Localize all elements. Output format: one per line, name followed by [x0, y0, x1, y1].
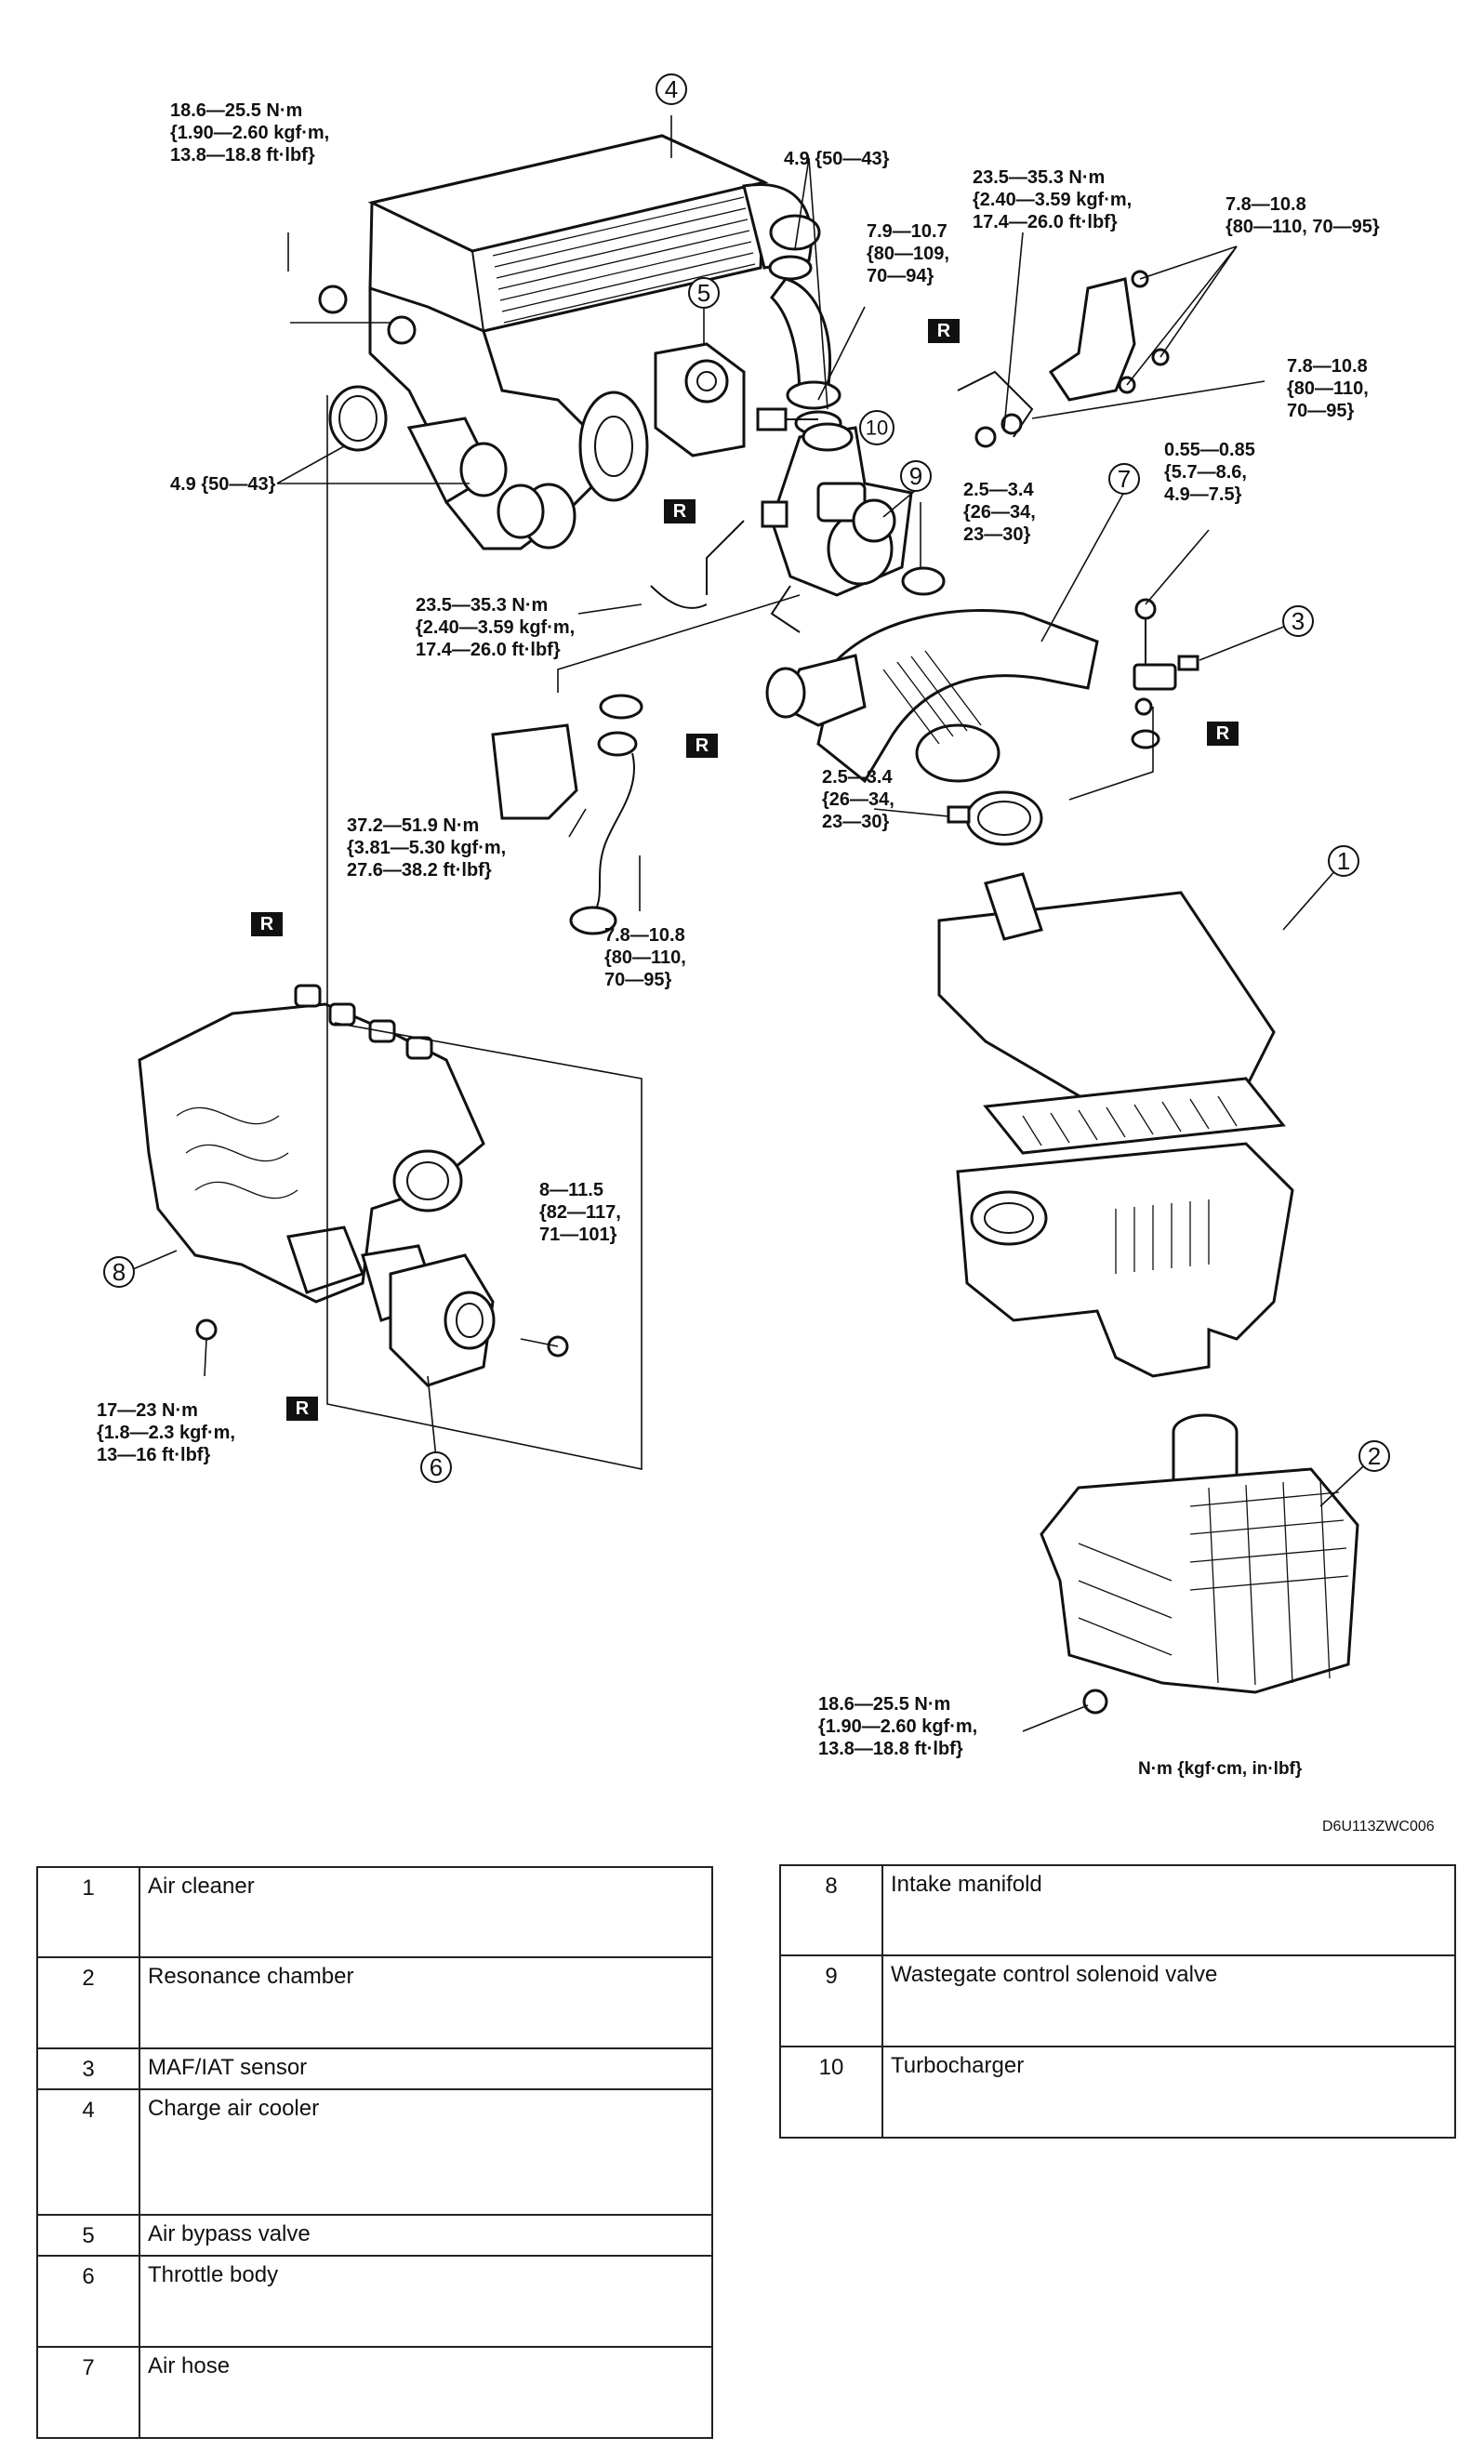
air-bypass-valve-drawing	[654, 342, 818, 457]
replace-tag: R	[928, 319, 960, 343]
legend-part-name: Throttle body	[139, 2255, 713, 2348]
heat-shield-drawing	[957, 270, 1170, 448]
torque-spec: 2.5—3.4 {26—34, 23—30}	[822, 767, 899, 832]
legend-number: 3	[36, 2047, 140, 2090]
torque-spec: 37.2—51.9 N·m {3.81—5.30 kgf·m, 27.6—38.…	[347, 815, 511, 881]
hose-clamps-upper	[328, 255, 842, 539]
svg-text:7: 7	[1118, 465, 1131, 493]
svg-text:R: R	[937, 321, 951, 341]
legend-number: 10	[779, 2046, 883, 2139]
legend-number: 4	[36, 2088, 140, 2216]
svg-text:10: 10	[866, 417, 888, 440]
replace-tag: R	[286, 1397, 318, 1421]
legend-number: 7	[36, 2346, 140, 2439]
svg-text:8: 8	[113, 1258, 126, 1286]
torque-spec: 23.5—35.3 N·m {2.40—3.59 kgf·m, 17.4—26.…	[416, 595, 580, 660]
torque-spec: 7.8—10.8 {80—110, 70—95}	[1287, 356, 1373, 421]
legend-number: 5	[36, 2214, 140, 2257]
svg-text:R: R	[296, 1398, 310, 1419]
svg-text:6: 6	[430, 1453, 443, 1481]
legend-part-name: Air hose	[139, 2346, 713, 2439]
torque-spec: 2.5—3.4 {26—34, 23—30}	[963, 480, 1040, 545]
svg-text:3: 3	[1292, 607, 1305, 635]
legend-number: 9	[779, 1954, 883, 2047]
svg-text:R: R	[260, 914, 274, 934]
air-cleaner-hose-clamp-drawing	[947, 790, 1043, 846]
torque-spec: 0.55—0.85 {5.7—8.6, 4.9—7.5}	[1164, 440, 1260, 505]
callout-1: 1	[1328, 845, 1359, 877]
callout-3: 3	[1282, 605, 1314, 637]
svg-text:4: 4	[665, 75, 678, 103]
guide-lines	[290, 322, 1154, 1470]
legend-part-name: Intake manifold	[881, 1864, 1456, 1956]
legend-number: 8	[779, 1864, 883, 1956]
legend-number: 6	[36, 2255, 140, 2348]
callout-5: 5	[688, 277, 720, 309]
bracket-and-pipe-drawing	[491, 585, 708, 935]
legend-number: 2	[36, 1956, 140, 2049]
torque-spec: 18.6—25.5 N·m {1.90—2.60 kgf·m, 13.8—18.…	[818, 1694, 983, 1759]
torque-spec: 18.6—25.5 N·m {1.90—2.60 kgf·m, 13.8—18.…	[170, 100, 335, 166]
torque-spec: 4.9 {50—43}	[170, 474, 276, 495]
torque-spec: 4.9 {50—43}	[784, 149, 890, 169]
svg-text:2: 2	[1368, 1442, 1381, 1470]
callout-6: 6	[420, 1451, 452, 1483]
callout-7: 7	[1108, 463, 1140, 495]
throttle-body-drawing	[361, 1244, 569, 1387]
replace-tag: R	[686, 734, 718, 758]
legend-part-name: MAF/IAT sensor	[139, 2047, 713, 2090]
callout-10: 10	[859, 410, 894, 445]
replace-tag: R	[251, 912, 283, 936]
turbocharger-drawing	[706, 422, 913, 633]
intake-manifold-drawing	[138, 984, 485, 1341]
torque-spec: 7.8—10.8 {80—110, 70—95}	[604, 925, 691, 990]
legend-part-name: Turbocharger	[881, 2046, 1456, 2139]
svg-text:R: R	[673, 501, 687, 522]
replace-tag: R	[664, 499, 696, 523]
charge-air-cooler-drawing	[318, 134, 821, 550]
units-note: N·m {kgf·cm, in·lbf}	[1138, 1759, 1303, 1779]
svg-text:R: R	[1216, 723, 1230, 744]
legend-part-name: Air bypass valve	[139, 2214, 713, 2257]
air-hose-drawing	[765, 566, 1099, 784]
svg-text:1: 1	[1337, 847, 1350, 875]
svg-text:R: R	[696, 735, 709, 756]
torque-spec: 17—23 N·m {1.8—2.3 kgf·m, 13—16 ft·lbf}	[97, 1400, 241, 1465]
torque-spec: 7.8—10.8 {80—110, 70—95}	[1226, 194, 1380, 237]
legend-part-name: Wastegate control solenoid valve	[881, 1954, 1456, 2047]
torque-spec: 8—11.5 {82—117, 71—101}	[539, 1180, 626, 1245]
air-cleaner-drawing	[937, 872, 1294, 1378]
torque-spec: 7.9—10.7 {80—109, 70—94}	[867, 221, 955, 286]
legend-number: 1	[36, 1866, 140, 1958]
resonance-chamber-drawing	[1040, 1413, 1359, 1715]
callout-4: 4	[656, 73, 687, 105]
legend-part-name: Air cleaner	[139, 1866, 713, 1958]
legend-part-name: Charge air cooler	[139, 2088, 713, 2216]
callout-8: 8	[103, 1256, 135, 1288]
figure-code: D6U113ZWC006	[1322, 1819, 1435, 1835]
svg-text:9: 9	[909, 462, 922, 490]
maf-sensor-drawing	[1131, 598, 1199, 749]
svg-text:5: 5	[697, 279, 710, 307]
replace-tag: R	[1207, 722, 1239, 746]
legend-part-name: Resonance chamber	[139, 1956, 713, 2049]
callout-2: 2	[1358, 1440, 1390, 1472]
callout-9: 9	[900, 460, 932, 492]
torque-spec: 23.5—35.3 N·m {2.40—3.59 kgf·m, 17.4—26.…	[973, 167, 1137, 232]
